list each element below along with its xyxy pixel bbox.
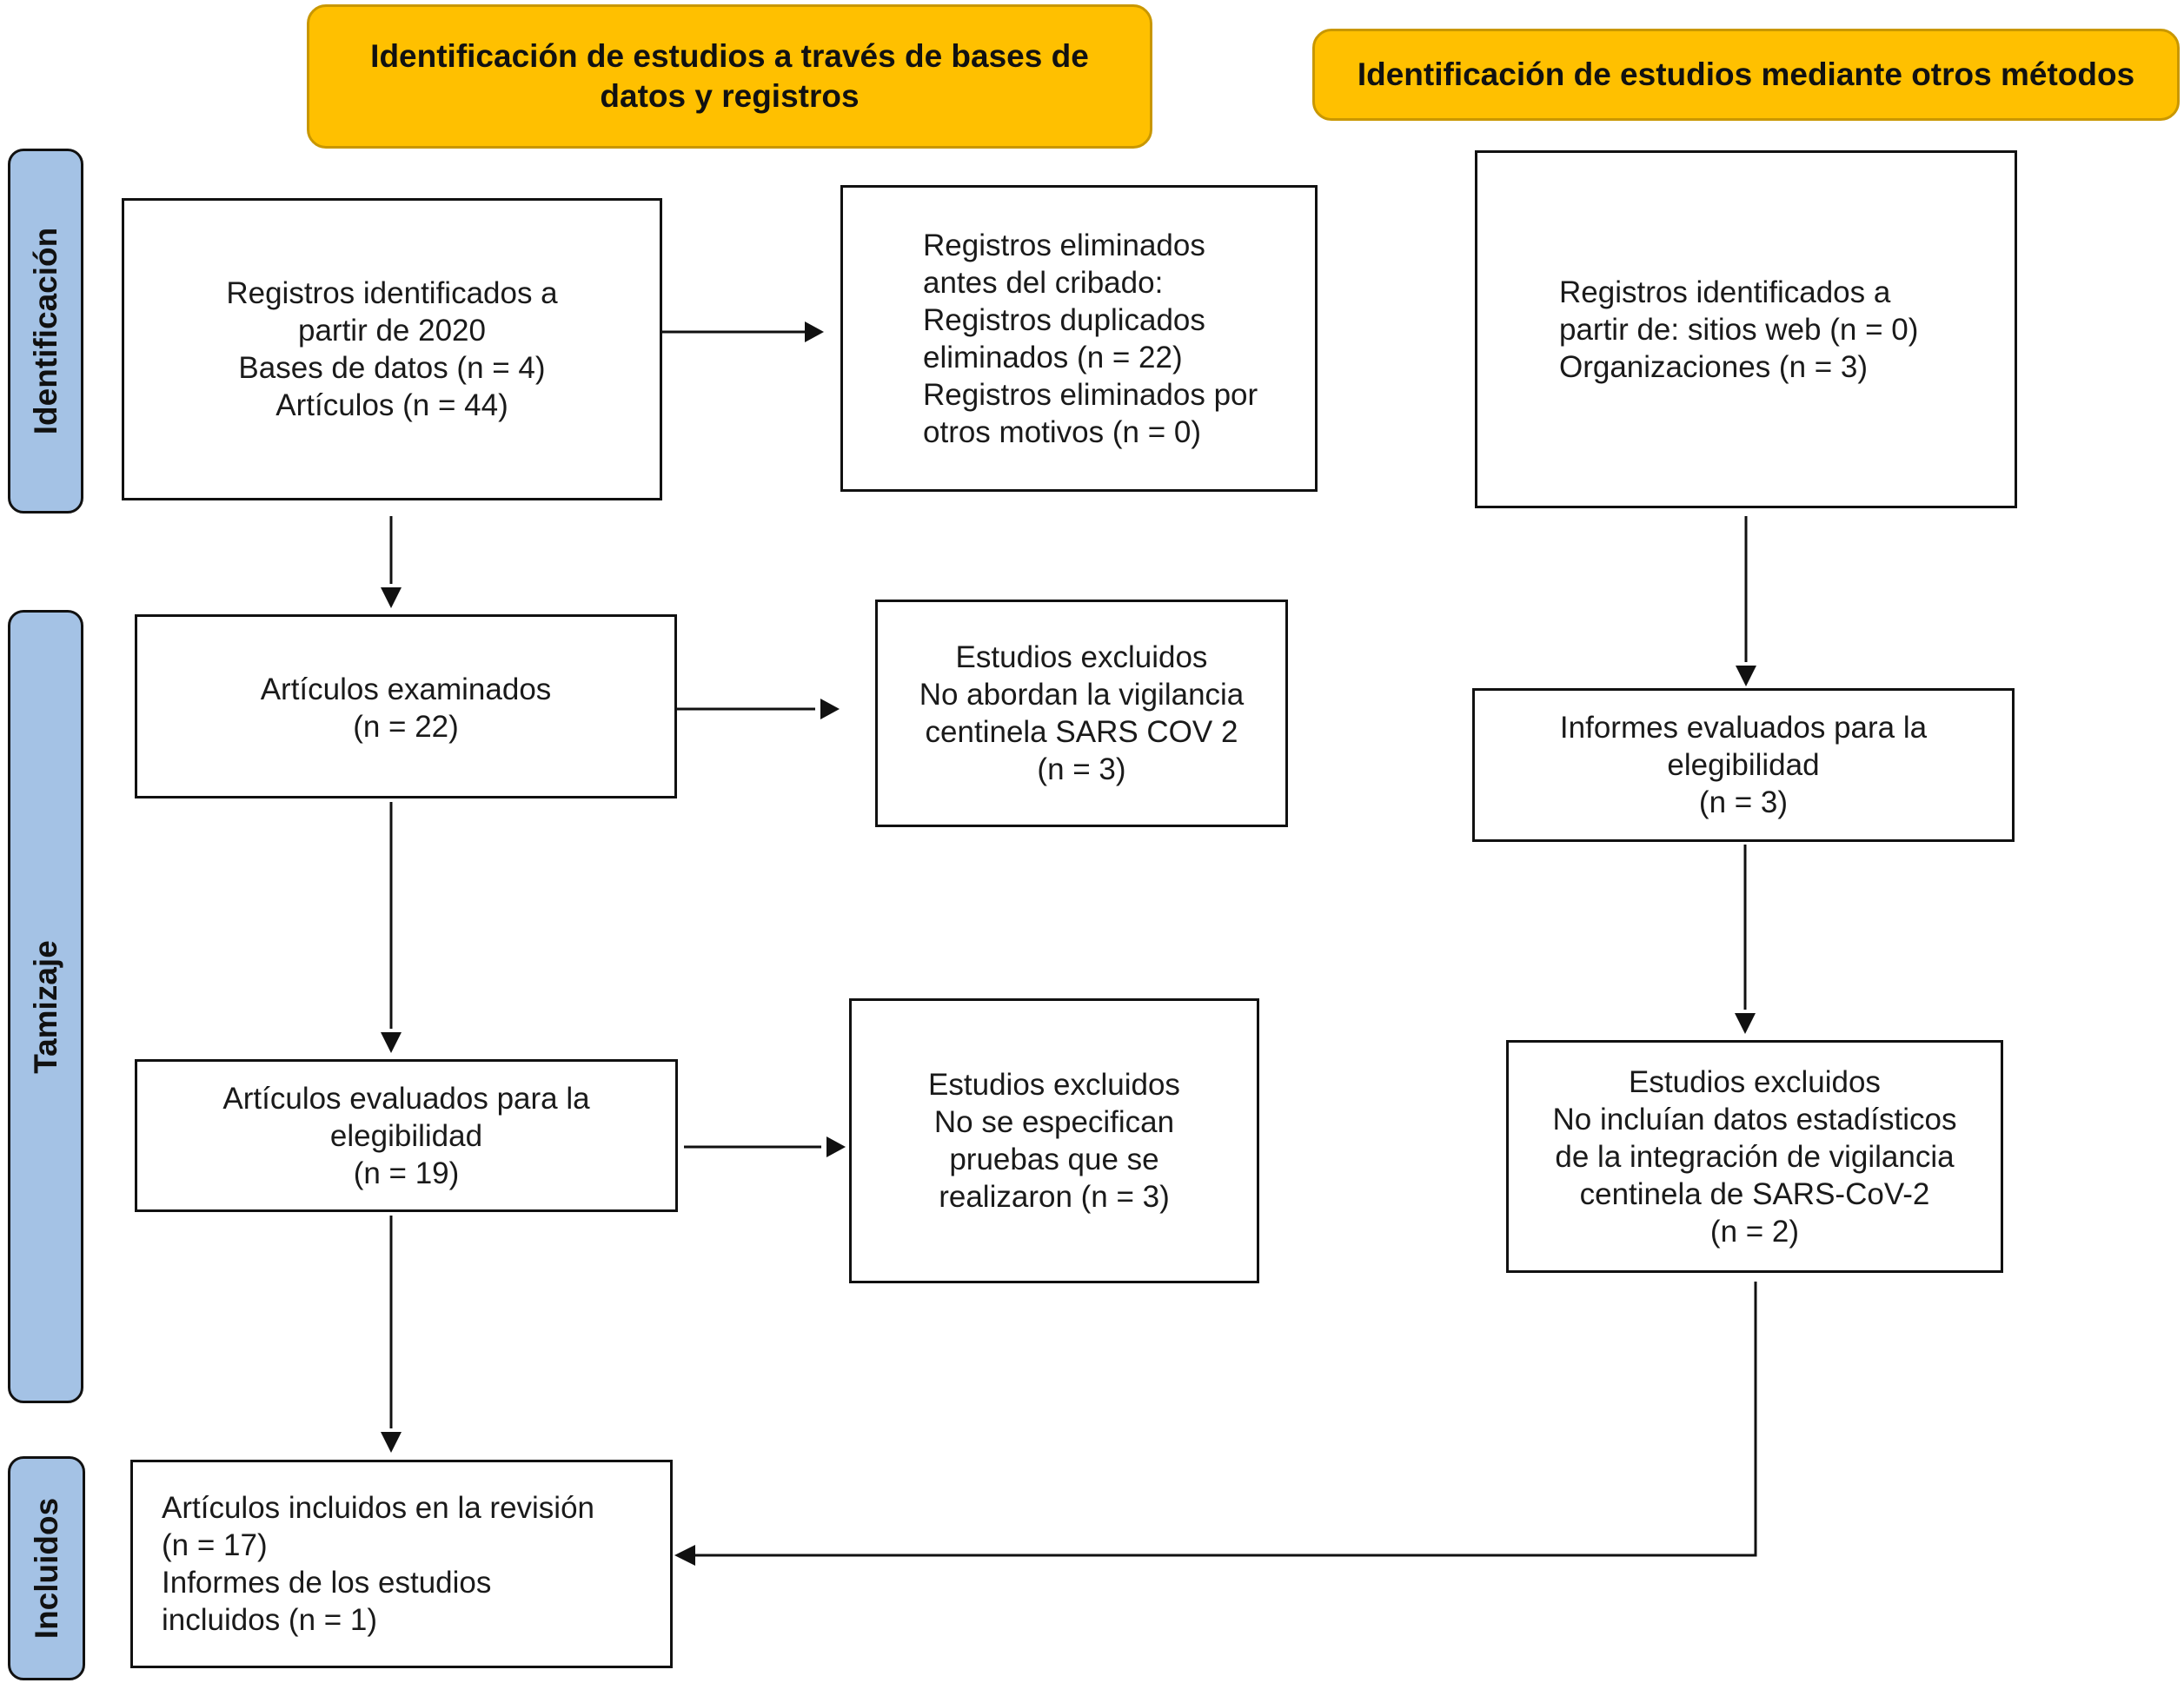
text-line: Registros eliminados por (923, 377, 1258, 412)
text-line: Artículos incluidos en la revisión (162, 1491, 595, 1525)
text-line: Estudios excluidos (1629, 1064, 1881, 1099)
arrowhead (381, 1432, 402, 1453)
text-line: (n = 3) (1037, 752, 1126, 786)
text-line: realizaron (n = 3) (939, 1180, 1170, 1214)
text-line: Artículos evaluados para la (222, 1081, 590, 1116)
text-line: No abordan la vigilancia (919, 678, 1245, 712)
text-line: Estudios excluidos (955, 640, 1208, 674)
arrowhead (826, 1136, 846, 1157)
arrow-line (695, 1282, 1757, 1557)
text-line: Artículos examinados (260, 673, 552, 706)
text-line: elegibilidad (329, 1118, 483, 1153)
text-line: pruebas que se (949, 1143, 1159, 1176)
phase-identification: Identificación (8, 149, 83, 514)
text-line: (n = 3) (1698, 785, 1789, 819)
text-line: (n = 22) (353, 710, 459, 744)
box-records-identified: Registros identificados a partir de 2020… (122, 198, 662, 500)
arrowhead (805, 321, 824, 342)
box-excluded-3: Estudios excluidos No incluían datos est… (1506, 1040, 2003, 1273)
text-line: partir de 2020 (298, 314, 486, 348)
text-line: partir de: sitios web (n = 0) (1559, 312, 1919, 347)
text-line: No se especifican (933, 1105, 1175, 1139)
text-line: incluidos (n = 1) (162, 1603, 378, 1637)
text-line: eliminados (n = 22) (923, 340, 1183, 374)
box-screened: Artículos examinados (n = 22) (135, 614, 677, 798)
box-included: Artículos incluidos en la revisión (n = … (130, 1460, 673, 1668)
text-line: Artículos (n = 44) (275, 388, 508, 422)
box-eligibility: Artículos evaluados para la elegibilidad… (135, 1059, 678, 1212)
text-line: Registros eliminados (923, 228, 1205, 262)
text-line: centinela de SARS-CoV-2 (1579, 1176, 1930, 1211)
text-line: elegibilidad (1667, 748, 1820, 782)
text-line: (n = 19) (353, 1156, 460, 1190)
box-excluded-1: Estudios excluidos No abordan la vigilan… (875, 600, 1288, 827)
arrowhead (1735, 1013, 1756, 1034)
text-line: (n = 17) (162, 1528, 268, 1562)
header-other-methods-label: Identificación de estudios mediante otro… (1357, 56, 2135, 92)
text-line: de la integración de vigilancia (1555, 1139, 1955, 1174)
box-excluded-2: Estudios excluidos No se especifican pru… (849, 998, 1259, 1283)
arrowhead (1736, 666, 1756, 686)
text-line: Estudios excluidos (928, 1068, 1180, 1102)
header-databases: Identificación de estudios a través de b… (307, 4, 1152, 149)
text-line: Organizaciones (n = 3) (1559, 349, 1869, 384)
header-other-methods: Identificación de estudios mediante otro… (1312, 29, 2180, 121)
text-line: Informes evaluados para la (1559, 711, 1928, 745)
arrowhead (381, 1032, 402, 1053)
box-records-removed: Registros eliminados antes del cribado: … (840, 185, 1318, 492)
box-other-identified: Registros identificados a partir de: sit… (1475, 150, 2017, 508)
header-databases-line-1: Identificación de estudios a través de b… (370, 37, 1089, 74)
text-line: otros motivos (n = 0) (923, 414, 1201, 449)
box-reports-assessed: Informes evaluados para la elegibilidad … (1472, 688, 2015, 842)
arrowhead (381, 587, 402, 608)
text-line: antes del cribado: (923, 265, 1164, 300)
arrowhead (820, 699, 840, 719)
text-line: centinela SARS COV 2 (925, 715, 1238, 749)
text-line: Informes de los estudios (162, 1566, 492, 1600)
text-line: No incluían datos estadísticos (1552, 1102, 1957, 1136)
text-line: Bases de datos (n = 4) (238, 351, 546, 385)
text-line: (n = 2) (1709, 1214, 1800, 1249)
text-line: Registros identificados a (226, 276, 558, 310)
header-databases-line-2: datos y registros (600, 78, 860, 114)
arrowhead (674, 1545, 695, 1566)
text-line: Registros duplicados (923, 302, 1205, 337)
text-line: Registros identificados a (1559, 275, 1891, 309)
phase-screening: Tamizaje (8, 610, 83, 1403)
phase-included: Incluidos (8, 1456, 85, 1680)
